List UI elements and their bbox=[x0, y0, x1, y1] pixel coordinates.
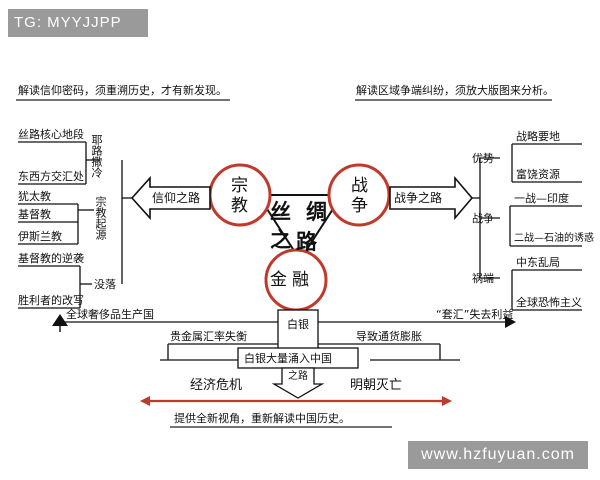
finance-left-mid: 贵金属汇率失衡 bbox=[170, 330, 247, 343]
note-top-right: 解读区域争端纠纷，须放大版图来分析。 bbox=[356, 84, 554, 97]
right-item-4: 二战—石油的诱惑 bbox=[514, 233, 594, 244]
left-item-3: 犹太教 bbox=[18, 190, 51, 203]
watermark-bottom: www.hzfuyuan.com bbox=[408, 441, 588, 469]
left-item-1: 丝路核心地段 bbox=[18, 128, 84, 141]
left-item-6: 基督教的逆袭 bbox=[18, 252, 84, 265]
right-item-3: 一战—印度 bbox=[514, 192, 569, 205]
right-item-5: 中东乱局 bbox=[516, 256, 560, 269]
finance-right-top: “套汇”失去利益 bbox=[436, 308, 514, 321]
arrow-label-faith: 信仰之路 bbox=[152, 191, 201, 205]
center-title-3: 之 bbox=[270, 228, 291, 252]
finance-right-mid: 导致通货膨胀 bbox=[356, 330, 422, 343]
center-title-1: 丝 bbox=[270, 200, 291, 224]
finance-road: 之路 bbox=[288, 371, 308, 382]
right-item-6: 全球恐怖主义 bbox=[516, 296, 582, 309]
right-group-advantage: 优势 bbox=[472, 152, 494, 165]
node-religion-1: 宗 bbox=[231, 176, 248, 196]
node-religion-2: 教 bbox=[231, 196, 248, 216]
left-group-origin: 宗教起源 bbox=[94, 196, 107, 240]
finance-left-top: 全球奢侈品生产国 bbox=[66, 308, 154, 321]
right-item-2: 富饶资源 bbox=[516, 168, 560, 181]
left-item-2: 东西方交汇处 bbox=[18, 170, 84, 183]
left-item-5: 伊斯兰教 bbox=[18, 230, 62, 243]
left-group-decline: 没落 bbox=[94, 278, 116, 291]
left-item-7: 胜利者的改写 bbox=[18, 294, 84, 307]
arrow-label-war: 战争之路 bbox=[394, 191, 443, 205]
node-finance-1: 金 bbox=[270, 270, 287, 290]
center-title-2: 绸 bbox=[306, 200, 327, 224]
finance-right-bottom: 明朝灭亡 bbox=[350, 378, 403, 393]
finance-silver: 白银 bbox=[287, 318, 309, 331]
left-group-jerusalem-a: 耶路撒冷 bbox=[90, 134, 103, 178]
finance-center-box: 白银大量涌入中国 bbox=[244, 352, 332, 365]
node-war-2: 争 bbox=[351, 196, 368, 216]
right-group-war: 战争 bbox=[472, 212, 494, 225]
right-group-trouble: 祸端 bbox=[472, 272, 494, 285]
finance-left-bottom: 经济危机 bbox=[190, 378, 243, 393]
node-war-1: 战 bbox=[351, 176, 368, 196]
watermark-top: TG: MYYJJPP bbox=[8, 9, 148, 37]
note-top-left: 解读信仰密码，须重溯历史，才有新发现。 bbox=[18, 84, 227, 97]
right-item-1: 战略要地 bbox=[516, 130, 560, 143]
node-finance-2: 融 bbox=[292, 270, 309, 290]
left-item-4: 基督教 bbox=[18, 208, 51, 221]
note-bottom: 提供全新视角，重新解读中国历史。 bbox=[174, 412, 350, 425]
center-title-4: 路 bbox=[296, 230, 317, 254]
